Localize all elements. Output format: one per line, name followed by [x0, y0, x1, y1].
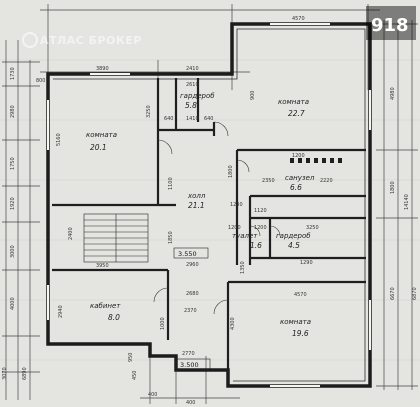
dimension-label: 1000	[160, 317, 166, 330]
brand-watermark: АТЛАС БРОКЕР	[22, 32, 142, 48]
dimension-label: 2370	[184, 308, 197, 314]
exterior-wall-inner-line	[53, 28, 366, 382]
room-area: 22.7	[288, 109, 305, 118]
room-name: санузел	[285, 174, 315, 182]
dimension-label: 640	[164, 116, 173, 122]
dimension-label: 2410	[186, 66, 199, 72]
dimension-label: 3250	[146, 105, 152, 118]
room-name: кабинет	[90, 302, 121, 310]
dimension-label: 1730	[10, 67, 16, 80]
dimension-label: 4000	[10, 297, 16, 310]
room-area: 8.0	[108, 313, 120, 322]
dimension-label: 450	[132, 371, 138, 380]
dimension-label: 800	[36, 78, 45, 84]
room-name: гардероб	[276, 232, 311, 240]
dimension-label: 2980	[10, 105, 16, 118]
room-name: комната	[280, 318, 311, 326]
dimension-label: 1850	[168, 231, 174, 244]
room-name: гардероб	[180, 92, 215, 100]
dimension-label: 4570	[294, 292, 307, 298]
dimension-label: 1200	[228, 225, 241, 231]
dimension-label: 1120	[254, 208, 267, 214]
level-mark-box	[175, 358, 211, 370]
dimension-label: 4980	[390, 87, 396, 100]
dimension-label: 2220	[320, 178, 333, 184]
dimension-label: 3000	[10, 245, 16, 258]
staircase	[83, 213, 149, 263]
dimension-label: 640	[204, 116, 213, 122]
dimension-label: 6870	[412, 287, 418, 300]
brand-logo-icon	[22, 32, 38, 48]
level-mark-box	[173, 247, 209, 259]
dimension-label: 1350	[240, 261, 246, 274]
room-area: 1.6	[250, 241, 262, 250]
level-mark: 3.500	[180, 361, 199, 369]
room-area: 20.1	[90, 143, 107, 152]
right-dimension-chain	[376, 20, 418, 390]
room-area: 21.1	[188, 201, 205, 210]
left-dimension-chain	[2, 40, 40, 400]
room-name: туалет	[232, 232, 258, 240]
room-name: комната	[86, 131, 117, 139]
room-area: 5.8	[185, 101, 197, 110]
dimension-label: 4300	[230, 317, 236, 330]
dimension-label: 2770	[182, 351, 195, 357]
interior-walls	[52, 78, 366, 370]
dimension-label: 1750	[10, 157, 16, 170]
dimension-label: 3950	[96, 263, 109, 269]
dimension-label: 1800	[390, 181, 396, 194]
dimension-label: 1230	[230, 202, 243, 208]
room-area: 6.6	[290, 183, 302, 192]
dimension-label: 1200	[292, 153, 305, 159]
dimension-label: 2350	[262, 178, 275, 184]
dimension-label: 3890	[96, 66, 109, 72]
dimension-label: 950	[128, 353, 134, 362]
room-area: 19.6	[292, 329, 309, 338]
dimension-label: 6890	[22, 367, 28, 380]
dimension-label: 900	[250, 91, 256, 100]
dimension-label: 3070	[2, 367, 8, 380]
page-number-badge	[366, 6, 416, 40]
dimension-label: 1920	[10, 197, 16, 210]
sanitary-fixtures	[290, 158, 342, 163]
dimension-label: 2610	[186, 82, 199, 88]
dimension-label: 1200	[254, 225, 267, 231]
dimension-label: 14140	[404, 194, 410, 210]
dimension-label: 5160	[56, 133, 62, 146]
page-number: 918	[371, 15, 409, 36]
dimension-label: 6670	[390, 287, 396, 300]
room-name: холл	[187, 192, 206, 200]
doors	[153, 121, 281, 315]
dimension-label: 1100	[168, 177, 174, 190]
dimension-label: 1290	[300, 260, 313, 266]
windows	[47, 23, 371, 387]
dimension-label: 400	[186, 400, 195, 406]
dimension-label: 1410	[186, 116, 199, 122]
room-name: комната	[278, 98, 309, 106]
dimension-label: 2400	[68, 227, 74, 240]
dimension-label: 3250	[306, 225, 319, 231]
dimension-label: 2940	[58, 305, 64, 318]
brand-name: АТЛАС БРОКЕР	[40, 34, 142, 47]
room-area: 4.5	[288, 241, 300, 250]
dimension-label: 4570	[292, 16, 305, 22]
dimension-label: 400	[148, 392, 157, 398]
dimension-label: 1800	[228, 165, 234, 178]
level-mark: 3.550	[178, 250, 197, 258]
dimension-label: 2680	[186, 291, 199, 297]
dimension-label: 2960	[186, 262, 199, 268]
